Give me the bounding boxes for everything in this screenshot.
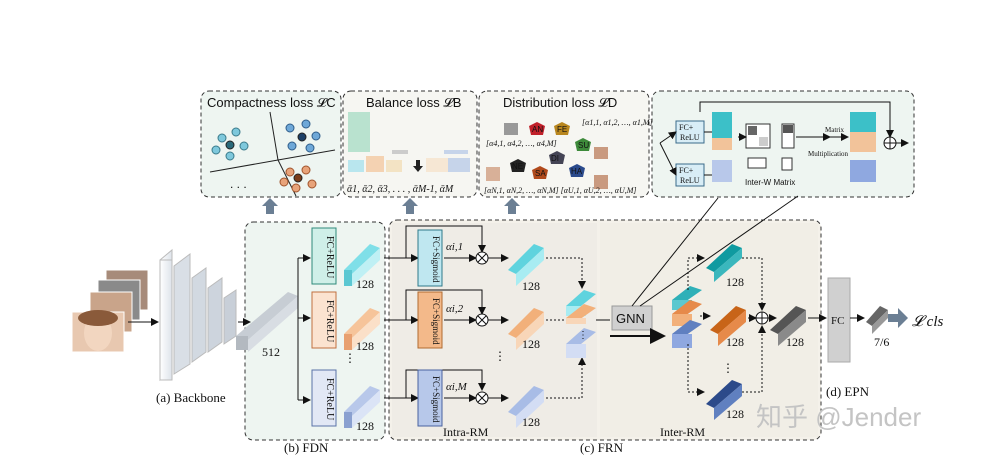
fdn-fc-relu-label-1: FC+ReLU: [324, 236, 335, 279]
gnn-to-epn-line-2: [639, 195, 799, 307]
alpha-i1-label: αi,1: [446, 241, 463, 253]
fc-sigmoid-box-3: [417, 369, 443, 427]
epn-output-feature: [866, 306, 888, 334]
watermark-text: 知乎 @Jender: [756, 402, 921, 432]
distribution-alpha-b: [α4,1, α4,2, …, α4,M]: [486, 139, 557, 148]
inter-dim-128-3: 128: [726, 407, 744, 421]
epn-fc-box: [827, 277, 851, 363]
fc-sigmoid-box-1: [417, 229, 443, 287]
feature-512-block: [236, 292, 298, 340]
intra-dim-128-2: 128: [522, 337, 540, 351]
inter-rm-feature-cubes: [706, 244, 746, 420]
inter-dim-128-1: 128: [726, 275, 744, 289]
fc-sigmoid-label-2: FC+Sigmoid: [431, 298, 441, 345]
balance-loss-title: Balance loss 𝓛B: [366, 95, 461, 110]
intra-rm-label: Intra-RM: [443, 425, 489, 439]
matrix-multiplication-label-2: Multiplication: [808, 150, 849, 158]
epn-fc-relu-2-line2: ReLU: [680, 176, 700, 185]
epn-fc-relu-1-line2: ReLU: [680, 133, 700, 142]
epn-output-dim: 7/6: [874, 335, 889, 349]
distribution-graphic: AN FE SU DI NE SA HA: [486, 122, 608, 189]
intra-stack-dots: ⋮: [578, 330, 588, 341]
inter-w-graphic: [659, 101, 909, 187]
alpha-im-label: αi,M: [446, 381, 468, 393]
inter-sum-op: [755, 311, 769, 325]
emotion-su: SU: [578, 141, 589, 150]
inter-fused-dim-128: 128: [786, 335, 804, 349]
up-arrow-distribution: [504, 198, 520, 214]
cls-loss-label: 𝓛 cls: [912, 314, 943, 330]
fdn-dim-128-2: 128: [356, 339, 374, 353]
intra-dim-128-1: 128: [522, 279, 540, 293]
epn-fc-relu-1-line1: FC+: [679, 123, 694, 132]
inter-rm-label: Inter-RM: [660, 425, 705, 439]
emotion-ha: HA: [571, 167, 583, 176]
intra-rm-feature-cubes: [508, 244, 544, 428]
intra-rm-connectors: [384, 225, 509, 402]
fdn-fc-relu-label-2: FC+ReLU: [324, 300, 335, 343]
fc-sigmoid-label-1: FC+Sigmoid: [431, 236, 441, 283]
gnn-box: [611, 305, 653, 331]
backbone-layers: [159, 248, 237, 382]
compactness-clusters-graphic: [209, 111, 336, 197]
epn-fc-relu-2-line1: FC+: [679, 166, 694, 175]
compactness-loss-title: Compactness loss 𝓛C: [207, 95, 336, 110]
up-arrow-balance: [402, 198, 418, 214]
alpha-i2-label: αi,2: [446, 303, 464, 315]
epn-fc-label: FC: [831, 315, 844, 327]
gnn-to-epn-line-1: [631, 197, 719, 307]
backbone-label: (a) Backbone: [156, 390, 226, 405]
distribution-alpha-c: [αN,1, αN,2, …, αN,M] [αU,1, αU,2, …, αU…: [484, 186, 637, 195]
intra-stacked-features: [566, 290, 596, 358]
fdn-label: (b) FDN: [284, 440, 329, 455]
fc-sigmoid-box-2: [417, 291, 443, 349]
inter-w-matrix-label: Inter-W Matrix: [745, 178, 795, 187]
matrix-multiplication-label-1: Matrix: [825, 126, 845, 134]
distribution-alpha-a: [α1,1, α1,2, …, α1,M]: [582, 118, 653, 127]
balance-bars-graphic: [348, 112, 470, 172]
emotion-fe: FE: [557, 125, 567, 134]
input-face-stack: [71, 269, 149, 353]
frn-label: (c) FRN: [580, 440, 624, 455]
multiply-ops: [475, 251, 489, 405]
emotion-di: DI: [551, 154, 559, 163]
compactness-ellipsis: . . .: [230, 177, 247, 191]
fdn-dim-128-3: 128: [356, 419, 374, 433]
fdn-fc-relu-box-3: [311, 369, 337, 427]
fdn-feature-cubes: [344, 244, 380, 428]
intra-dim-128-3: 128: [522, 415, 540, 429]
inter-vertical-dots: ⋮: [722, 361, 734, 375]
fc-sigmoid-label-3: FC+Sigmoid: [431, 376, 441, 423]
dim-512-label: 512: [262, 345, 280, 359]
fdn-fc-relu-box-1: [311, 227, 337, 285]
balance-alpha-row: ᾱ1, ᾱ2, ᾱ3, . . . , ᾱM-1, ᾱM: [347, 184, 454, 195]
fdn-branch-lines: [297, 254, 311, 404]
inter-rm-connectors: [687, 254, 766, 396]
fdn-dim-128-1: 128: [356, 277, 374, 291]
distribution-loss-title: Distribution loss 𝓛D: [503, 95, 617, 110]
up-arrow-compactness: [262, 198, 278, 214]
gnn-label: GNN: [616, 311, 645, 326]
fdn-fc-relu-label-3: FC+ReLU: [324, 378, 335, 421]
epn-label: (d) EPN: [826, 384, 870, 399]
to-loss-arrow: [888, 308, 908, 328]
fdn-vertical-dots: ⋮: [344, 351, 356, 365]
inter-dim-128-2: 128: [726, 335, 744, 349]
inter-fused-feature: [770, 306, 806, 346]
fdn-fc-relu-box-2: [311, 291, 337, 349]
emotion-ne: NE: [512, 162, 523, 171]
intra-vertical-dots: ⋮: [494, 349, 506, 363]
inter-rm-stacked-features: [672, 286, 702, 348]
emotion-sa: SA: [535, 169, 546, 178]
emotion-an: AN: [532, 125, 543, 134]
